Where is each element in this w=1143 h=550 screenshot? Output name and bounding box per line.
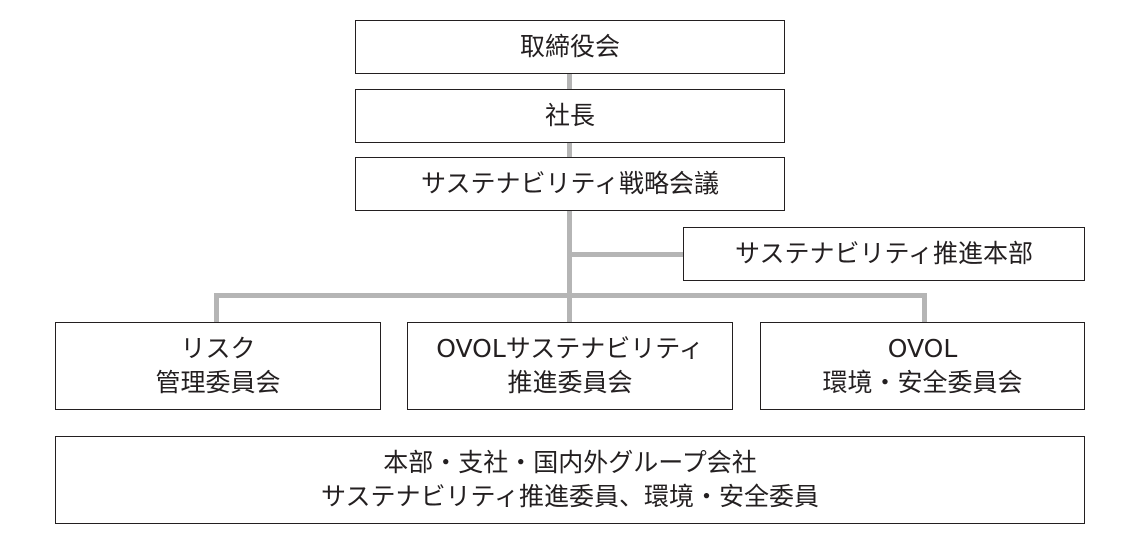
ovol-environment-safety-committee-box: OVOL 環境・安全委員会 <box>760 322 1085 410</box>
board-label: 取締役会 <box>519 32 620 61</box>
ovol-sustainability-committee-line-2: 推進委員会 <box>507 368 633 397</box>
members-line-1: 本部・支社・国内外グループ会社 <box>383 448 757 477</box>
connector-drop-ovol-sustainability <box>567 293 572 323</box>
connector-drop-risk <box>214 293 219 323</box>
strategy-council-label: サステナビリティ戦略会議 <box>420 169 719 198</box>
ovol-environment-safety-committee-line-1: OVOL <box>887 334 958 363</box>
members-box: 本部・支社・国内外グループ会社 サステナビリティ推進委員、環境・安全委員 <box>55 436 1085 524</box>
ovol-sustainability-committee-line-1: OVOLサステナビリティ <box>436 334 704 363</box>
president-label: 社長 <box>544 101 595 130</box>
promotion-hq-box: サステナビリティ推進本部 <box>683 227 1085 281</box>
risk-committee-line-2: 管理委員会 <box>155 368 281 397</box>
risk-committee-box: リスク 管理委員会 <box>55 322 381 410</box>
risk-committee-line-1: リスク <box>180 334 256 363</box>
board-box: 取締役会 <box>355 20 785 74</box>
connector-branch-promotion-hq <box>567 252 684 257</box>
ovol-environment-safety-committee-line-2: 環境・安全委員会 <box>822 368 1023 397</box>
ovol-sustainability-committee-box: OVOLサステナビリティ 推進委員会 <box>407 322 733 410</box>
strategy-council-box: サステナビリティ戦略会議 <box>355 157 785 211</box>
members-line-2: サステナビリティ推進委員、環境・安全委員 <box>320 482 819 511</box>
president-box: 社長 <box>355 89 785 143</box>
promotion-hq-label: サステナビリティ推進本部 <box>734 239 1033 268</box>
connector-drop-ovol-environment <box>922 293 927 323</box>
